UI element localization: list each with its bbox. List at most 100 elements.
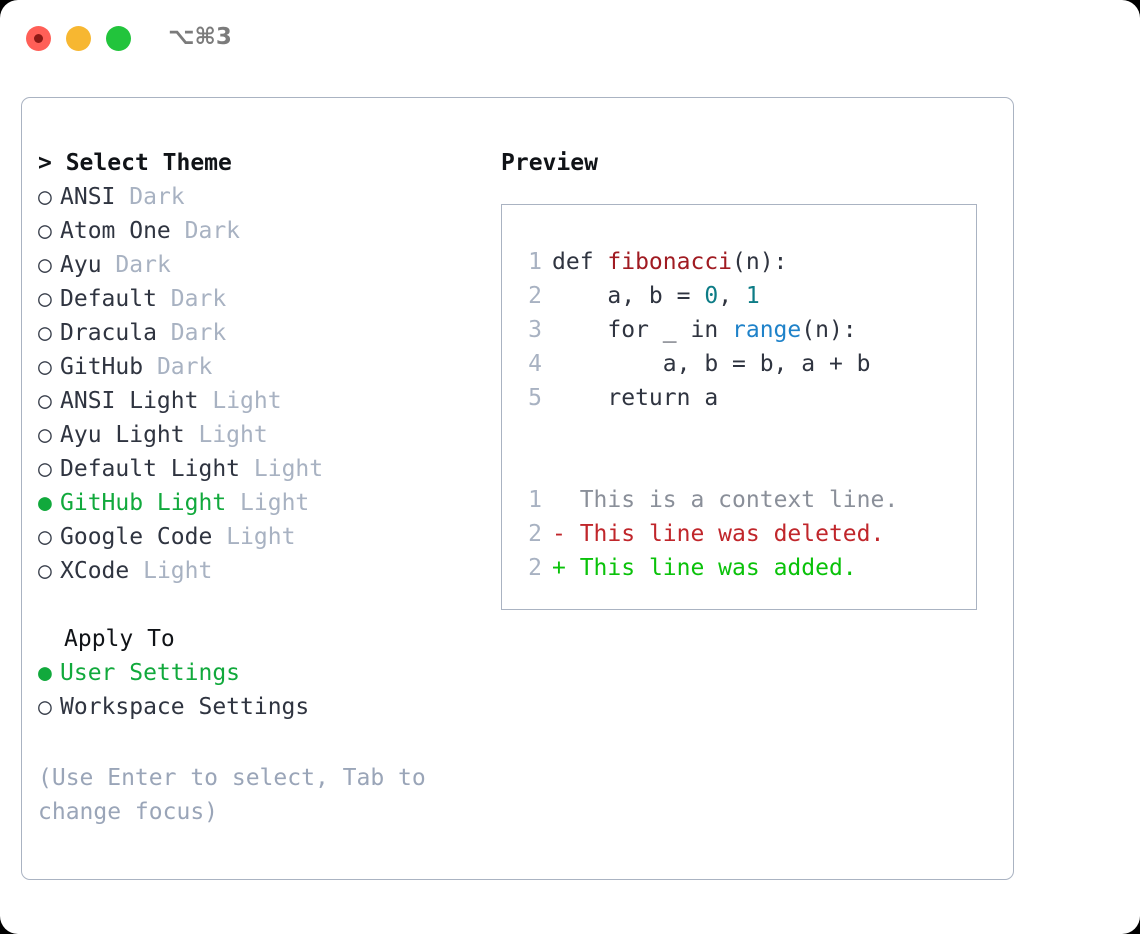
diff-text: This is a context line.: [565, 487, 899, 513]
theme-name: Google Code: [60, 524, 213, 550]
code-token-function: fibonacci: [607, 249, 733, 275]
list-spacer: [38, 588, 488, 622]
caret-marker: >: [38, 150, 66, 176]
theme-tag: Light: [253, 456, 324, 482]
radio-icon[interactable]: ○: [38, 422, 52, 448]
code-token: a, b = b, a + b: [552, 351, 871, 377]
code-blank-line: [520, 449, 960, 483]
apply-to-option-workspace-settings[interactable]: ○ Workspace Settings: [38, 690, 488, 724]
theme-tag: Dark: [184, 218, 241, 244]
theme-option-google-code-light[interactable]: ○ Google Code Light: [38, 520, 488, 554]
radio-icon[interactable]: ○: [38, 558, 52, 584]
line-number: 4: [528, 351, 542, 377]
diff-marker-minus: -: [552, 521, 566, 547]
theme-option-dracula-dark[interactable]: ○Dracula Dark: [38, 316, 488, 350]
theme-tag: Light: [226, 524, 296, 550]
radio-icon[interactable]: ○: [38, 354, 52, 380]
code-line: 1 def fibonacci(n):: [520, 245, 960, 279]
radio-icon-selected[interactable]: ●: [38, 490, 52, 516]
theme-tag: Light: [212, 388, 282, 414]
radio-icon[interactable]: ○: [38, 184, 52, 210]
radio-icon[interactable]: ○: [38, 456, 52, 482]
theme-tag: Dark: [129, 184, 185, 210]
select-theme-heading-label: Select Theme: [65, 150, 232, 176]
theme-tag: Dark: [170, 286, 227, 312]
theme-option-atom-one-dark[interactable]: ○ Atom One Dark: [38, 214, 488, 248]
code-token: for _ in: [552, 317, 733, 343]
code-token: (n):: [732, 249, 788, 275]
code-token: def: [552, 249, 608, 275]
theme-name: Ayu: [60, 252, 102, 278]
theme-tag: Light: [240, 490, 310, 516]
minimize-button[interactable]: [66, 26, 91, 51]
radio-icon[interactable]: ○: [38, 286, 52, 312]
line-number: 5: [528, 385, 542, 411]
line-number: 1: [528, 249, 542, 275]
theme-tag: Dark: [156, 354, 213, 380]
code-token: (n):: [801, 317, 857, 343]
theme-name: GitHub Light: [60, 490, 227, 516]
line-number: 2: [528, 283, 542, 309]
theme-tag: Dark: [115, 252, 171, 278]
theme-selector-panel: > Select Theme ○ ANSI Dark ○ Atom One Dark…: [21, 97, 1014, 880]
theme-name: Dracula: [60, 320, 157, 346]
theme-option-github-light[interactable]: ● GitHub Light Light: [38, 486, 488, 520]
close-button[interactable]: [26, 26, 51, 51]
window-controls: [26, 26, 131, 51]
radio-icon[interactable]: ○: [38, 218, 52, 244]
theme-name: GitHub: [60, 354, 144, 380]
radio-icon[interactable]: ○: [38, 694, 52, 720]
preview-heading: Preview: [501, 150, 598, 176]
code-token-number: 1: [745, 283, 760, 309]
radio-icon[interactable]: ○: [38, 388, 52, 414]
theme-option-default-dark[interactable]: ○ Default Dark: [38, 282, 488, 316]
code-blank-line: [520, 415, 960, 449]
diff-marker: [552, 487, 566, 513]
radio-icon[interactable]: ○: [38, 252, 52, 278]
theme-tag: Light: [143, 558, 213, 584]
maximize-button[interactable]: [106, 26, 131, 51]
code-line: 5 return a: [520, 381, 960, 415]
theme-name: Atom One: [60, 218, 171, 244]
code-token: a, b =: [552, 283, 705, 309]
title-bar: ⌥⌘3: [0, 0, 1140, 78]
diff-text: This line was added.: [565, 555, 857, 581]
radio-icon[interactable]: ○: [38, 320, 52, 346]
theme-option-ayu-dark[interactable]: ○ Ayu Dark: [38, 248, 488, 282]
code-line: 2 a, b = 0, 1: [520, 279, 960, 313]
theme-option-ansi-dark[interactable]: ○ ANSI Dark: [38, 180, 488, 214]
code-token: return a: [552, 385, 719, 411]
theme-name: Default Light: [60, 456, 241, 482]
diff-marker-plus: +: [552, 555, 566, 581]
theme-option-xcode-light[interactable]: ○ XCode Light: [38, 554, 488, 588]
code-line: 4 a, b = b, a + b: [520, 347, 960, 381]
theme-option-ayu-light[interactable]: ○Ayu Light Light: [38, 418, 488, 452]
theme-name: ANSI: [60, 184, 116, 210]
apply-to-heading: Apply To: [64, 626, 175, 652]
radio-icon-selected[interactable]: ●: [38, 660, 52, 686]
keyboard-shortcut-label: ⌥⌘3: [168, 24, 232, 50]
apply-to-option-user-settings[interactable]: ●User Settings: [38, 656, 488, 690]
code-token: ,: [718, 283, 746, 309]
diff-line-deleted: 2- This line was deleted.: [520, 517, 960, 551]
line-number: 3: [528, 317, 542, 343]
code-token-number: 0: [704, 283, 719, 309]
theme-option-ansi-light[interactable]: ○ANSI Light Light: [38, 384, 488, 418]
select-theme-heading: > Select Theme: [38, 146, 488, 180]
theme-tag: Light: [198, 422, 268, 448]
code-line: 3 for _ in range(n):: [520, 313, 960, 347]
theme-list-column: > Select Theme ○ ANSI Dark ○ Atom One Dark…: [38, 146, 488, 724]
theme-option-default-light[interactable]: ○ Default Light Light: [38, 452, 488, 486]
apply-to-label: Workspace Settings: [60, 694, 310, 720]
preview-column: Preview: [501, 146, 991, 180]
theme-option-github-dark[interactable]: ○ GitHub Dark: [38, 350, 488, 384]
radio-icon[interactable]: ○: [38, 524, 52, 550]
theme-name: XCode: [60, 558, 130, 584]
theme-name: Default: [60, 286, 157, 312]
line-number: 2: [528, 521, 542, 547]
diff-text: This line was deleted.: [565, 521, 885, 547]
line-number: 2: [528, 555, 542, 581]
